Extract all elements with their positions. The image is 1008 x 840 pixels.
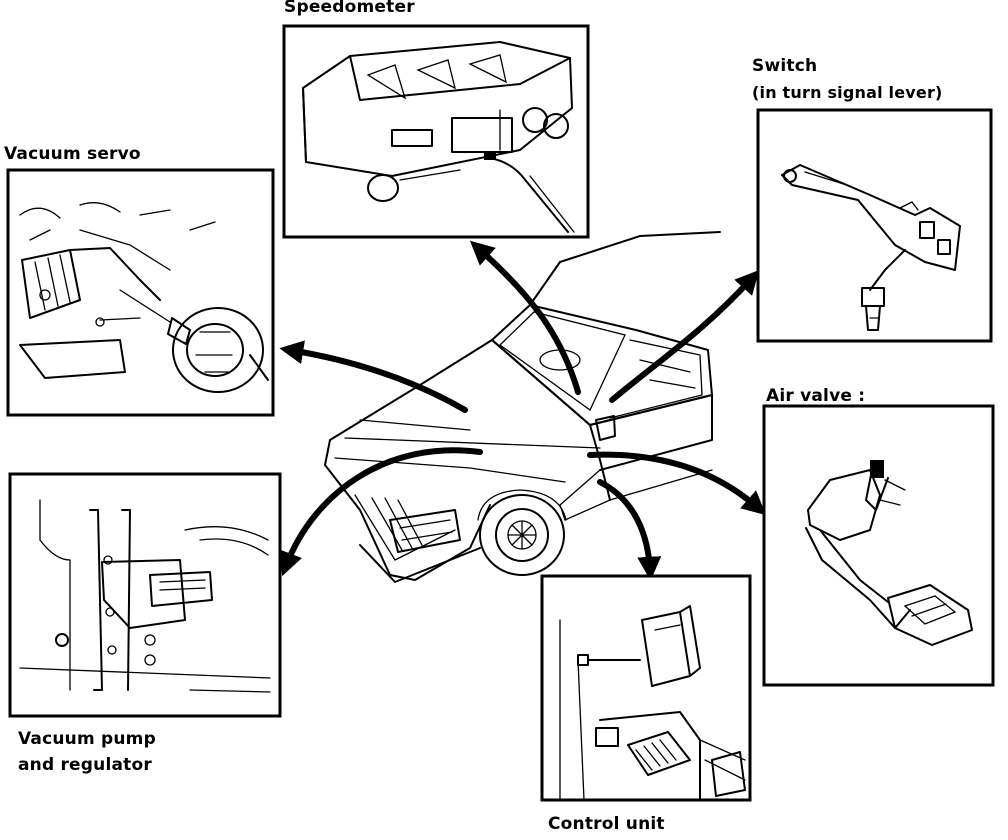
vacuum-pump-panel (8, 472, 282, 718)
arrow-to-vacuum-servo (279, 340, 468, 413)
arrow-to-control-unit (597, 479, 662, 581)
switch-panel (756, 108, 993, 343)
switch-sublabel: (in turn signal lever) (752, 83, 943, 102)
vacuum-servo-label: Vacuum servo (4, 144, 141, 164)
switch-label: Switch (752, 56, 818, 76)
control-unit-panel (540, 574, 752, 802)
arrow-to-switch (609, 269, 760, 403)
car-illustration (324, 231, 721, 583)
connection-arrows (279, 240, 767, 581)
vacuum-pump-sublabel: and regulator (18, 755, 152, 775)
speedometer-panel (282, 24, 590, 239)
vacuum-pump-label: Vacuum pump (18, 729, 156, 749)
speedometer-label: Speedometer (284, 0, 415, 17)
air-valve-label: Air valve : (766, 386, 866, 406)
air-valve-panel (762, 404, 995, 687)
vacuum-servo-panel (6, 168, 275, 417)
arrow-to-speedometer (469, 240, 581, 395)
control-unit-label: Control unit (548, 814, 665, 834)
arrow-to-vacuum-pump (279, 447, 483, 577)
arrow-to-air-valve (587, 451, 767, 516)
